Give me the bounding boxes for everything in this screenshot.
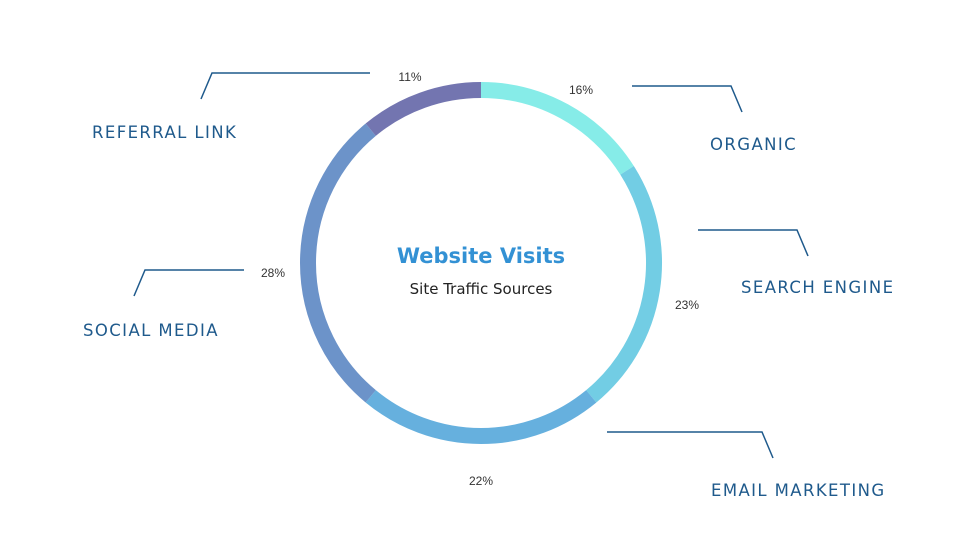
leader-lines — [133, 72, 809, 459]
category-label-search-engine: SEARCH ENGINE — [741, 278, 894, 297]
category-label-organic: ORGANIC — [710, 135, 797, 154]
category-label-social-media: SOCIAL MEDIA — [83, 321, 219, 340]
leader-line-organic — [632, 85, 743, 113]
chart-subtitle: Site Traffic Sources — [410, 280, 553, 298]
leader-line-social-media — [133, 269, 244, 297]
chart-title: Website Visits — [397, 244, 565, 268]
donut-segments — [300, 82, 662, 444]
value-label-social-media: 28% — [261, 266, 285, 280]
value-label-email-marketing: 22% — [469, 474, 493, 488]
leader-line-referral-link — [200, 72, 370, 100]
leader-line-email-marketing — [607, 431, 774, 459]
value-label-search-engine: 23% — [675, 298, 699, 312]
donut-segment-referral-link — [365, 82, 482, 136]
value-label-organic: 16% — [569, 83, 593, 97]
category-label-email-marketing: EMAIL MARKETING — [711, 481, 886, 500]
value-label-referral-link: 11% — [398, 70, 421, 84]
leader-line-search-engine — [698, 229, 809, 257]
donut-segment-search-engine — [586, 166, 662, 403]
donut-segment-email-marketing — [365, 390, 597, 444]
donut-segment-organic — [480, 82, 634, 175]
category-label-referral-link: REFERRAL LINK — [92, 123, 237, 142]
donut-segment-social-media — [300, 123, 376, 403]
